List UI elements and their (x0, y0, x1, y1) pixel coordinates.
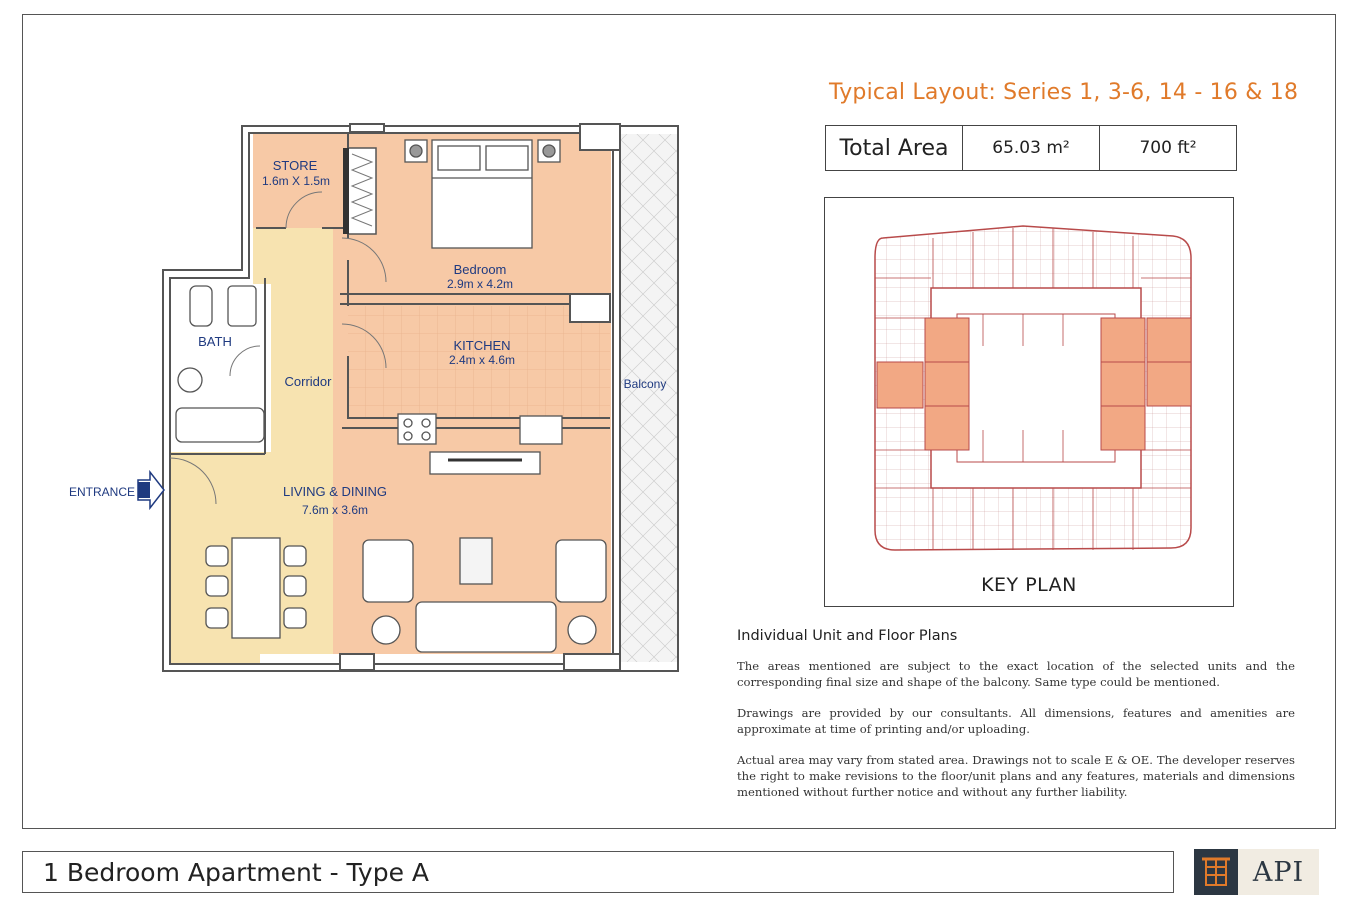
area-sqft: 700 ft² (1139, 138, 1197, 158)
doors (169, 191, 387, 505)
windows (339, 123, 621, 671)
key-plan-box: KEY PLAN (824, 197, 1234, 607)
kitchen-size-label: 2.4m x 4.6m (449, 353, 515, 367)
highlighted-units (876, 317, 1192, 451)
footer-title-box: 1 Bedroom Apartment - Type A (22, 851, 1174, 893)
balcony-floor (619, 134, 677, 662)
entrance-label: ENTRANCE (69, 485, 135, 499)
bath-label: BATH (198, 334, 232, 349)
logo-text: API (1238, 849, 1319, 895)
note-paragraph: Drawings are provided by our consultants… (737, 706, 1295, 736)
logo-mark-icon (1194, 849, 1238, 895)
api-logo: API (1194, 849, 1319, 895)
area-label: Total Area (826, 126, 963, 170)
bath-fixtures (175, 285, 265, 443)
notes-section: Individual Unit and Floor Plans The area… (737, 628, 1295, 815)
dining-set (205, 537, 307, 639)
kitchen-counter (397, 413, 563, 445)
key-plan-diagram (874, 225, 1192, 551)
floor-store (256, 134, 346, 228)
floor-kitchen (348, 306, 610, 418)
wardrobe (347, 147, 377, 235)
bedroom-size-label: 2.9m x 4.2m (447, 277, 513, 291)
corridor-label: Corridor (285, 374, 333, 389)
store-label: STORE (273, 158, 318, 173)
store-size-label: 1.6m X 1.5m (262, 174, 330, 188)
balcony-label: Balcony (624, 377, 667, 391)
area-sqm: 65.03 m² (963, 126, 1100, 170)
tv-unit (429, 451, 541, 475)
area-table: Total Area 65.03 m² 700 ft² (825, 125, 1237, 171)
note-paragraph: Actual area may vary from stated area. D… (737, 753, 1295, 799)
kitchen-label: KITCHEN (453, 338, 510, 353)
key-plan-label: KEY PLAN (981, 574, 1077, 596)
page-frame (22, 14, 1336, 829)
entrance-arrow (137, 469, 165, 511)
bed (404, 139, 561, 249)
bedroom-label: Bedroom (454, 262, 507, 277)
layout-title: Typical Layout: Series 1, 3-6, 14 - 16 &… (829, 80, 1299, 105)
notes-heading: Individual Unit and Floor Plans (737, 628, 958, 644)
footer-title: 1 Bedroom Apartment - Type A (43, 858, 430, 887)
living-label: LIVING & DINING (283, 484, 387, 499)
floor-plan: STORE 1.6m X 1.5m Bedroom 2.9m x 4.2m BA… (69, 123, 679, 672)
living-size-label: 7.6m x 3.6m (302, 503, 368, 517)
note-paragraph: The areas mentioned are subject to the e… (737, 659, 1295, 689)
living-furniture (362, 537, 607, 653)
